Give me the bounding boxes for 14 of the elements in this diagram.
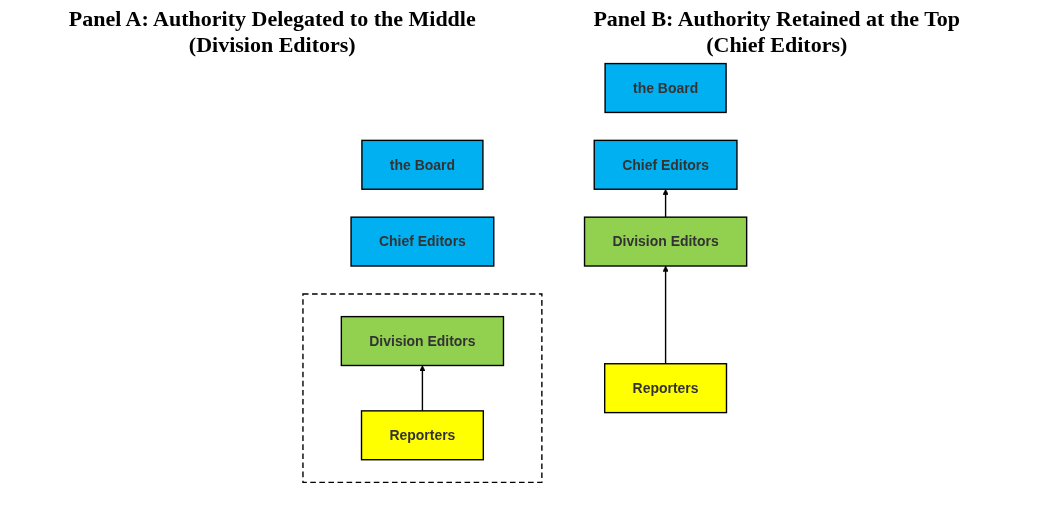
arrow	[419, 365, 426, 412]
panel-heading: Panel A: Authority Delegated to the Middle (Division Editors)	[67, 6, 477, 58]
node-box: Division Editors	[583, 216, 748, 267]
arrow	[662, 265, 669, 365]
node-box: the Board	[360, 139, 484, 190]
node-box: Reporters	[603, 363, 727, 414]
cluster	[301, 293, 543, 484]
node-box: the Board	[604, 62, 727, 114]
node-box: Chief Editors	[593, 139, 738, 190]
node-box: Reporters	[360, 410, 484, 461]
arrow	[662, 188, 669, 218]
node-box: Division Editors	[340, 315, 504, 367]
node-box: Chief Editors	[350, 216, 495, 267]
panel-heading: Panel B: Authority Retained at the Top (Chief Editors)	[592, 6, 962, 58]
